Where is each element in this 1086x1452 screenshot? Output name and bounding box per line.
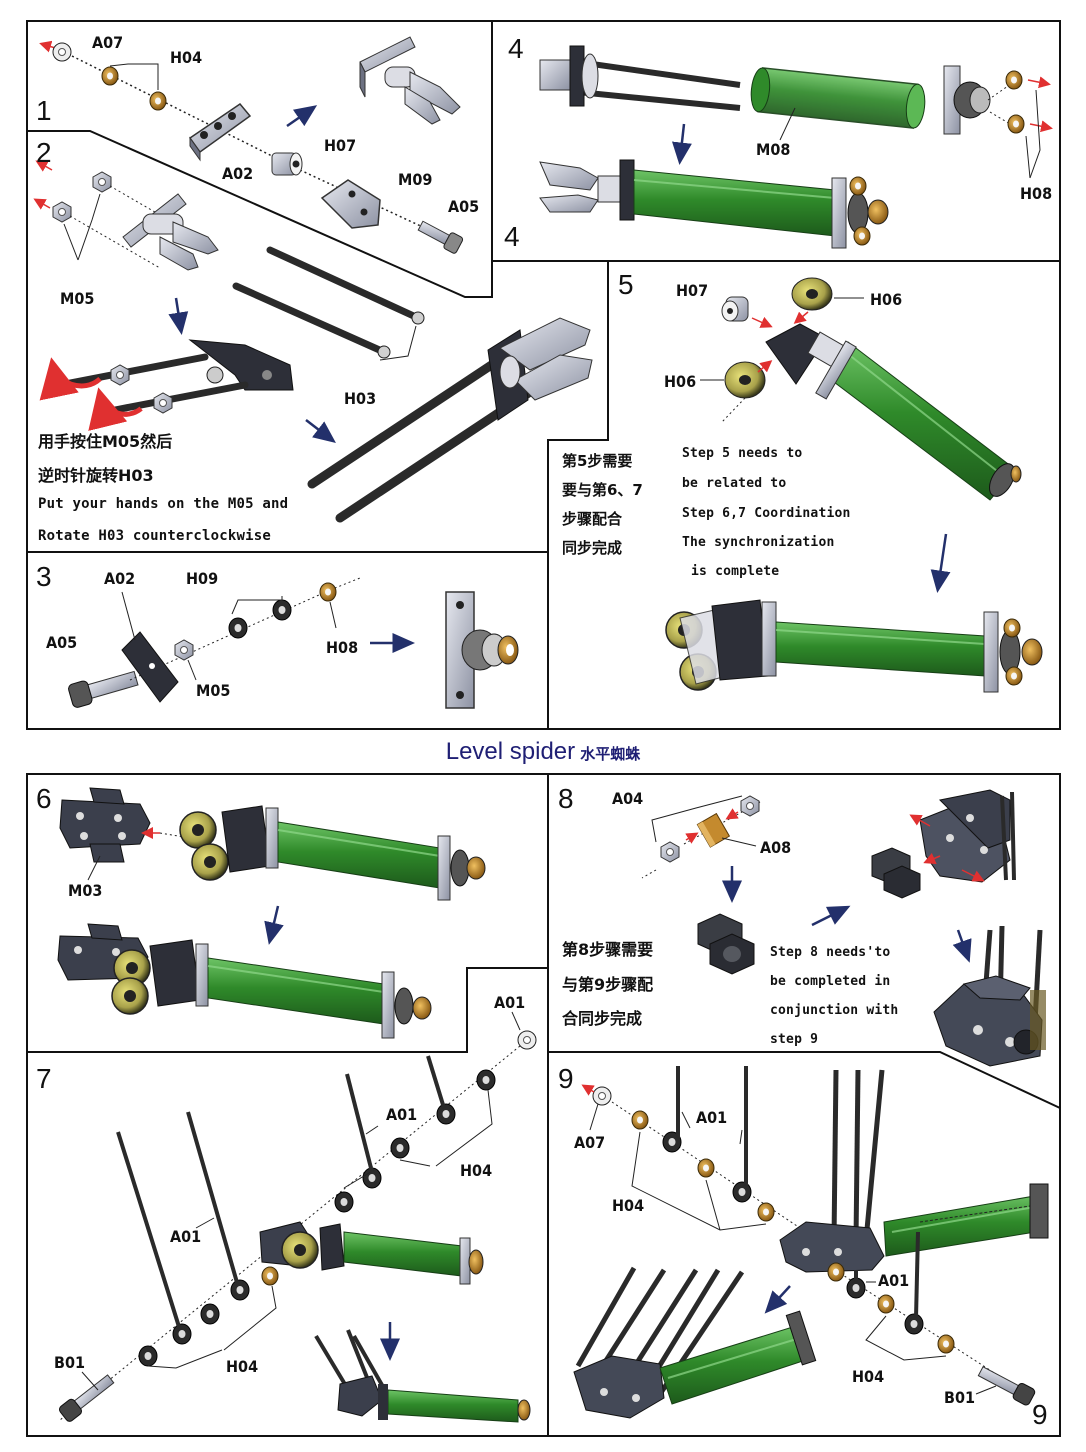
step-8-note-en-3: conjunction with bbox=[770, 1003, 899, 1018]
label-a01: A01 bbox=[696, 1108, 727, 1127]
step-9-diagram bbox=[573, 1066, 1049, 1419]
step-number-4b: 4 bbox=[504, 221, 520, 252]
step-8-note-cn-3: 合同步完成 bbox=[562, 1009, 643, 1028]
step-5-note-cn-4: 同步完成 bbox=[562, 539, 623, 557]
step-4-diagram bbox=[539, 45, 1053, 249]
label-a01: A01 bbox=[386, 1105, 417, 1124]
top-frame-lines bbox=[26, 20, 1061, 730]
step-3-diagram bbox=[68, 577, 519, 709]
step-number-5: 5 bbox=[618, 269, 634, 300]
step-5-note-en-1: Step 5 needs to bbox=[682, 446, 803, 461]
step-5-note-cn-1: 第5步需要 bbox=[562, 452, 633, 470]
label-h04: H04 bbox=[612, 1196, 644, 1215]
step-number-1: 1 bbox=[36, 95, 52, 126]
step-5-note-en-4: The synchronization bbox=[682, 535, 835, 550]
label-a01: A01 bbox=[170, 1227, 201, 1246]
label-h04: H04 bbox=[170, 48, 202, 67]
step-5-note-en-5: is complete bbox=[691, 564, 780, 579]
label-a08: A08 bbox=[760, 838, 791, 857]
label-a05: A05 bbox=[448, 197, 479, 216]
label-h03: H03 bbox=[344, 389, 376, 408]
label-a05: A05 bbox=[46, 633, 77, 652]
step-1-diagram bbox=[39, 36, 464, 254]
step-number-6: 6 bbox=[36, 783, 52, 814]
label-m03: M03 bbox=[68, 881, 102, 900]
step-number-9: 9 bbox=[558, 1063, 574, 1094]
label-h08: H08 bbox=[326, 638, 358, 657]
step-8-note-cn-1: 第8步骤需要 bbox=[562, 940, 654, 959]
label-a04: A04 bbox=[612, 789, 643, 808]
step-number-3: 3 bbox=[36, 561, 52, 592]
label-h07: H07 bbox=[676, 281, 708, 300]
label-h07: H07 bbox=[324, 136, 356, 155]
step-5-note-cn-3: 步骤配合 bbox=[562, 510, 623, 528]
step-6-diagram bbox=[57, 787, 486, 1039]
section-title-cn: 水平蜘蛛 bbox=[580, 745, 641, 763]
label-a01: A01 bbox=[494, 993, 525, 1012]
label-h04: H04 bbox=[226, 1357, 258, 1376]
label-h06: H06 bbox=[870, 290, 902, 309]
label-m09: M09 bbox=[398, 170, 432, 189]
step-number-7: 7 bbox=[36, 1063, 52, 1094]
label-h09: H09 bbox=[186, 569, 218, 588]
label-m05: M05 bbox=[196, 681, 230, 700]
step-number-9b: 9 bbox=[1032, 1399, 1048, 1430]
label-m05: M05 bbox=[60, 289, 94, 308]
step-number-4: 4 bbox=[508, 33, 524, 64]
step-5-note-cn-2: 要与第6、7 bbox=[562, 481, 643, 499]
label-h08: H08 bbox=[1020, 184, 1052, 203]
step-number-2: 2 bbox=[36, 137, 52, 168]
step-2-diagram bbox=[33, 160, 593, 523]
step-8-note-en-4: step 9 bbox=[770, 1032, 819, 1047]
section-title: Level spider 水平蜘蛛 bbox=[0, 738, 1086, 766]
step-8-note-en-1: Step 8 needs'to bbox=[770, 945, 891, 960]
step-2-instruction-en-2: Rotate H03 counterclockwise bbox=[38, 528, 271, 544]
step-8-note-cn-2: 与第9步骤配 bbox=[562, 975, 654, 994]
label-h04: H04 bbox=[460, 1161, 492, 1180]
step-8-diagram bbox=[641, 789, 1046, 1067]
label-a07: A07 bbox=[574, 1133, 605, 1152]
section-title-en: Level spider bbox=[445, 738, 576, 765]
step-5-diagram bbox=[665, 277, 1043, 693]
label-a02: A02 bbox=[222, 164, 253, 183]
part-labels: 1 2 3 4 4 5 6 7 8 9 9 A07 H04 A02 H07 M0… bbox=[36, 33, 1052, 1430]
step-5-note-en-2: be related to bbox=[682, 476, 787, 491]
label-a02: A02 bbox=[104, 569, 135, 588]
step-2-instruction-cn-2: 逆时针旋转H03 bbox=[38, 466, 154, 485]
step-number-8: 8 bbox=[558, 783, 574, 814]
label-h06: H06 bbox=[664, 372, 696, 391]
label-a07: A07 bbox=[92, 33, 123, 52]
label-h04: H04 bbox=[852, 1367, 884, 1386]
label-b01: B01 bbox=[944, 1388, 975, 1407]
label-b01: B01 bbox=[54, 1353, 85, 1372]
label-m08: M08 bbox=[756, 140, 790, 159]
bottom-frame-lines bbox=[26, 773, 1061, 1437]
step-2-instruction-cn-1: 用手按住M05然后 bbox=[38, 432, 173, 451]
label-a01: A01 bbox=[878, 1271, 909, 1290]
step-7-diagram bbox=[58, 1011, 537, 1423]
step-8-note-en-2: be completed in bbox=[770, 974, 891, 989]
step-2-instruction-en-1: Put your hands on the M05 and bbox=[38, 496, 289, 512]
step-5-note-en-3: Step 6,7 Coordination bbox=[682, 506, 851, 521]
